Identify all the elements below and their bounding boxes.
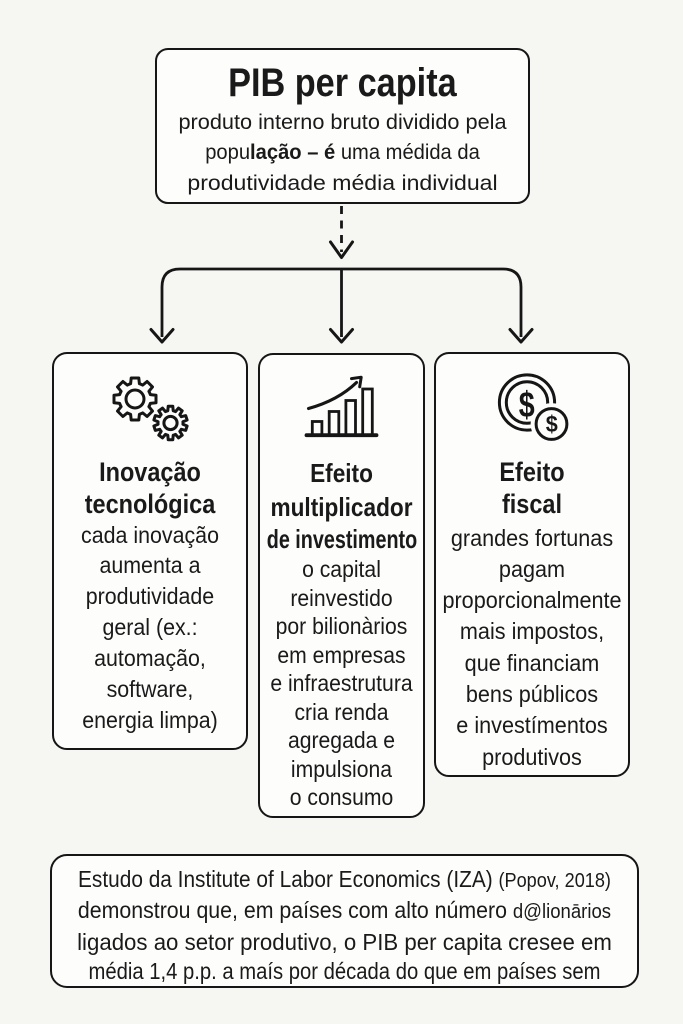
- svg-text:$: $: [546, 411, 559, 437]
- svg-text:$: $: [519, 384, 535, 425]
